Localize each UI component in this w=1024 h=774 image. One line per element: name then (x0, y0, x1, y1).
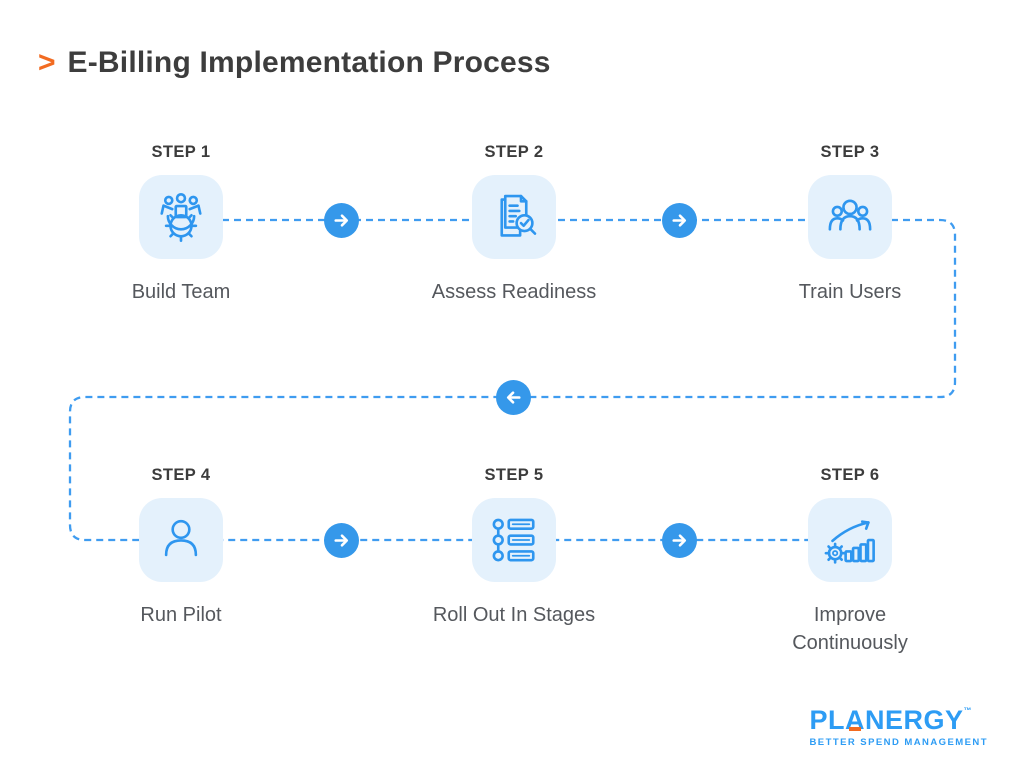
step-3-label: STEP 3 (820, 143, 880, 161)
header: > E-Billing Implementation Process (38, 46, 551, 80)
brand-part-nergy: NERGY (865, 705, 964, 735)
stages-checklist-icon (492, 518, 535, 562)
step-2-label: STEP 2 (484, 143, 544, 161)
step-4-tile (139, 498, 223, 582)
step-1-name: Build Team (131, 281, 231, 303)
trademark-symbol: ™ (963, 706, 972, 715)
planergy-logo: PLANERGY™ BETTER SPEND MANAGEMENT (809, 707, 989, 749)
brand-wordmark: PLANERGY™ (810, 707, 989, 734)
step-3-tile (808, 175, 892, 259)
arrow-right-icon (672, 214, 687, 227)
arrow-left-icon (506, 391, 521, 404)
flow-arrow-right-3 (324, 523, 359, 558)
page-title: E-Billing Implementation Process (67, 46, 551, 79)
flow-arrow-left-return (496, 380, 531, 415)
step-6-tile (808, 498, 892, 582)
step-1-build-team: STEP 1 Build Team (61, 143, 301, 306)
brand-part-pl: PL (809, 705, 846, 735)
step-2-name: Assess Readiness (431, 281, 597, 303)
step-6-label: STEP 6 (820, 466, 880, 484)
flow-arrow-right-1 (324, 203, 359, 238)
step-4-label: STEP 4 (151, 466, 211, 484)
step-4-name: Run Pilot (140, 604, 222, 626)
brand-part-a: A (845, 705, 866, 735)
step-1-label: STEP 1 (151, 143, 211, 161)
brand-tagline: BETTER SPEND MANAGEMENT (809, 737, 988, 748)
step-5-name: Roll Out In Stages (432, 604, 596, 626)
growth-chart-gear-icon (824, 520, 875, 564)
arrow-right-icon (334, 214, 349, 227)
step-5-roll-out-in-stages: STEP 5 Roll Out In Stages (394, 466, 634, 629)
flow-arrow-right-2 (662, 203, 697, 238)
step-5-tile (472, 498, 556, 582)
step-6-name: Improve Continuously (792, 604, 908, 654)
team-gear-icon (160, 192, 202, 242)
step-2-tile (472, 175, 556, 259)
step-6-improve-continuously: STEP 6 Improve Continuously (730, 466, 970, 657)
arrow-right-icon (672, 534, 687, 547)
step-5-label: STEP 5 (484, 466, 544, 484)
person-icon (164, 519, 198, 557)
step-3-train-users: STEP 3 Train Users (730, 143, 970, 306)
document-search-check-icon (500, 194, 537, 237)
flow-arrow-right-4 (662, 523, 697, 558)
arrow-right-icon (334, 534, 349, 547)
step-3-name: Train Users (798, 281, 902, 303)
step-1-tile (139, 175, 223, 259)
step-2-assess-readiness: STEP 2 Assess Readiness (394, 143, 634, 306)
step-4-run-pilot: STEP 4 Run Pilot (61, 466, 301, 629)
users-group-icon (828, 199, 872, 231)
orange-caret-icon: > (38, 46, 56, 79)
